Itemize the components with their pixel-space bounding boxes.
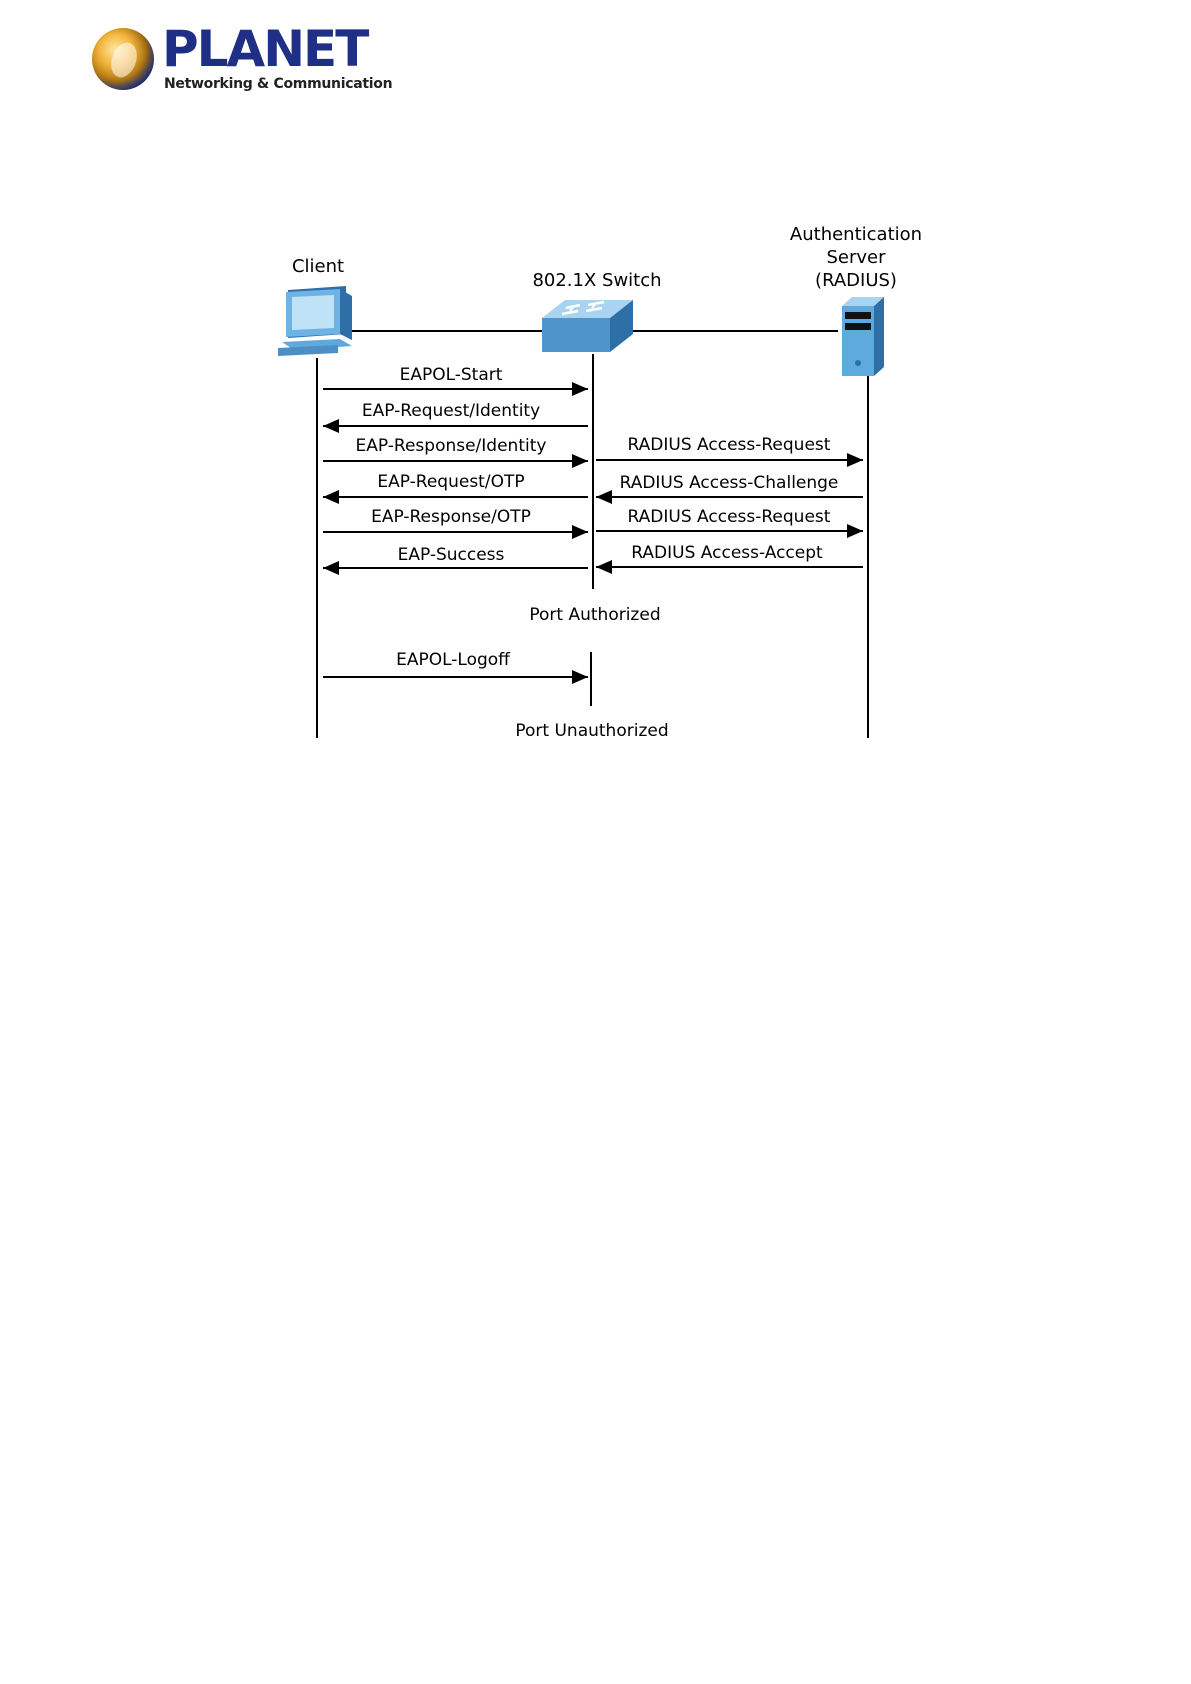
message-label: EAP-Response/OTP xyxy=(371,507,531,527)
message-label: RADIUS Access-Accept xyxy=(631,543,823,563)
server-label-line-2: Server xyxy=(826,247,886,268)
server-label-line-3: (RADIUS) xyxy=(815,270,897,291)
logo-brand: PLANET xyxy=(162,20,369,78)
message-label: EAPOL-Logoff xyxy=(396,650,511,670)
server-icon xyxy=(842,297,884,376)
server-label-line-1: Authentication xyxy=(790,224,922,245)
planet-logo: PLANET Networking & Communication xyxy=(92,20,393,98)
state-port-authorized: Port Authorized xyxy=(529,605,660,625)
message-label: EAP-Success xyxy=(398,545,505,565)
switch-label: 802.1X Switch xyxy=(532,270,661,291)
logo-tagline: Networking & Communication xyxy=(164,76,393,92)
state-port-unauthorized: Port Unauthorized xyxy=(515,721,668,741)
client-label: Client xyxy=(292,256,344,277)
message-label: RADIUS Access-Request xyxy=(628,435,831,455)
computer-icon xyxy=(278,286,352,356)
switch-icon xyxy=(542,300,633,352)
message-label: RADIUS Access-Request xyxy=(628,507,831,527)
globe-icon xyxy=(92,28,154,90)
message-label: RADIUS Access-Challenge xyxy=(620,473,839,493)
message-label: EAP-Request/OTP xyxy=(377,472,524,492)
message-label: EAPOL-Start xyxy=(400,365,503,385)
message-label: EAP-Request/Identity xyxy=(362,401,540,421)
message-label: EAP-Response/Identity xyxy=(356,436,547,456)
